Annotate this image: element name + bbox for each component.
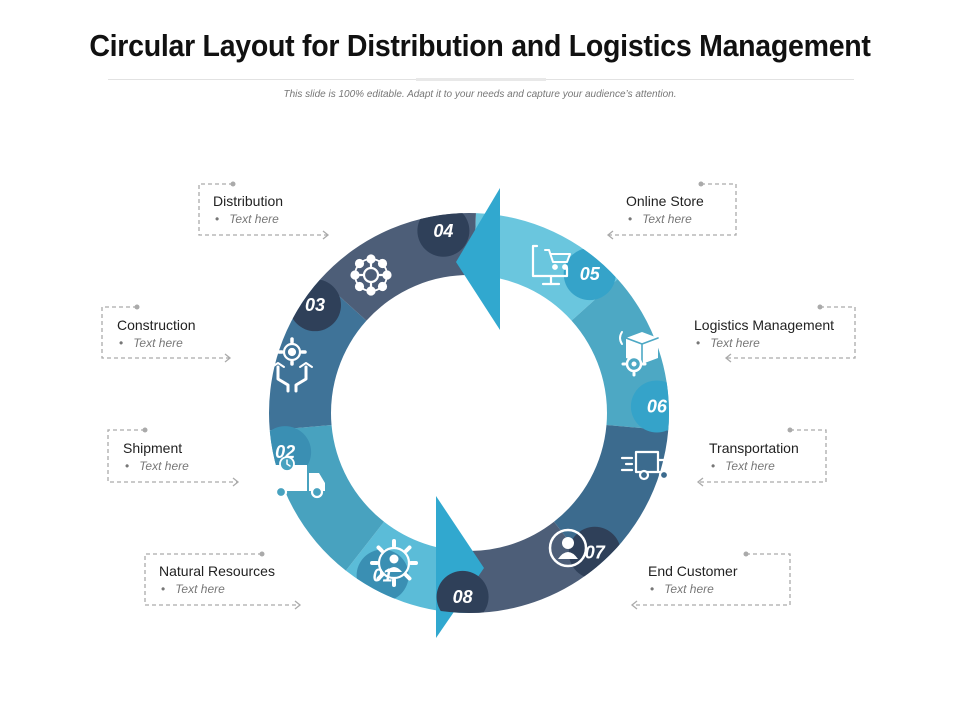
step-label-03: Construction Text here <box>117 317 196 350</box>
page-subtitle: This slide is 100% editable. Adapt it to… <box>283 89 677 100</box>
step-text: Text here <box>648 582 737 596</box>
step-number-06: 06 <box>647 396 668 416</box>
gear-person-icon <box>370 539 418 587</box>
step-text: Text here <box>626 212 704 226</box>
cart-monitor-icon <box>531 244 571 286</box>
ring-segment-08 <box>469 521 593 613</box>
step-number-07: 07 <box>585 543 606 563</box>
arrow-head-bottom <box>436 496 484 638</box>
step-text: Text here <box>694 336 834 350</box>
connector-01 <box>144 551 302 610</box>
step-text: Text here <box>117 336 196 350</box>
ring-segment-03 <box>269 279 367 431</box>
step-title: Construction <box>117 317 196 333</box>
step-badge-06 <box>630 380 669 433</box>
step-label-07: Transportation Text here <box>709 440 799 473</box>
step-title: Natural Resources <box>159 563 275 579</box>
fast-truck-icon <box>620 450 674 481</box>
step-label-06: Logistics Management Text here <box>694 317 834 350</box>
connector-03 <box>101 304 232 363</box>
connector-05 <box>606 181 737 240</box>
step-number-08: 08 <box>453 587 473 607</box>
step-text: Text here <box>213 212 283 226</box>
step-title: Logistics Management <box>694 317 835 333</box>
step-text: Text here <box>159 582 275 596</box>
step-label-02: Shipment Text here <box>123 440 189 473</box>
step-number-03: 03 <box>305 295 325 315</box>
step-title: Transportation <box>709 440 799 456</box>
boxes-gear-icon <box>619 331 659 377</box>
step-title: Online Store <box>626 193 704 209</box>
connector-07 <box>696 427 827 487</box>
step-label-04: Distribution Text here <box>213 193 283 226</box>
connector-04 <box>198 181 330 240</box>
network-hub-icon <box>350 254 392 296</box>
step-title: Distribution <box>213 193 284 209</box>
step-title: End Customer <box>648 563 738 579</box>
page-title: Circular Layout for Distribution and Log… <box>89 28 871 63</box>
gear-wrench-icon <box>271 337 313 393</box>
step-label-01: Natural Resources Text here <box>159 563 275 596</box>
step-number-04: 04 <box>433 221 453 241</box>
connector-group <box>101 181 856 610</box>
step-badge-04 <box>417 213 470 257</box>
icon-group <box>269 244 674 587</box>
user-circle-icon <box>548 528 588 568</box>
step-text: Text here <box>709 459 799 473</box>
delivery-truck-icon <box>269 456 325 499</box>
step-label-08: End Customer Text here <box>648 563 737 596</box>
connector-08 <box>630 551 791 610</box>
step-text: Text here <box>123 459 189 473</box>
connector-06 <box>724 304 856 363</box>
step-number-05: 05 <box>580 264 601 284</box>
step-badge-08 <box>436 570 489 613</box>
step-title: Shipment <box>123 440 183 456</box>
arrow-head-top <box>456 188 500 330</box>
step-label-05: Online Store Text here <box>626 193 704 226</box>
connector-02 <box>107 427 240 487</box>
title-divider-accent <box>416 78 546 81</box>
